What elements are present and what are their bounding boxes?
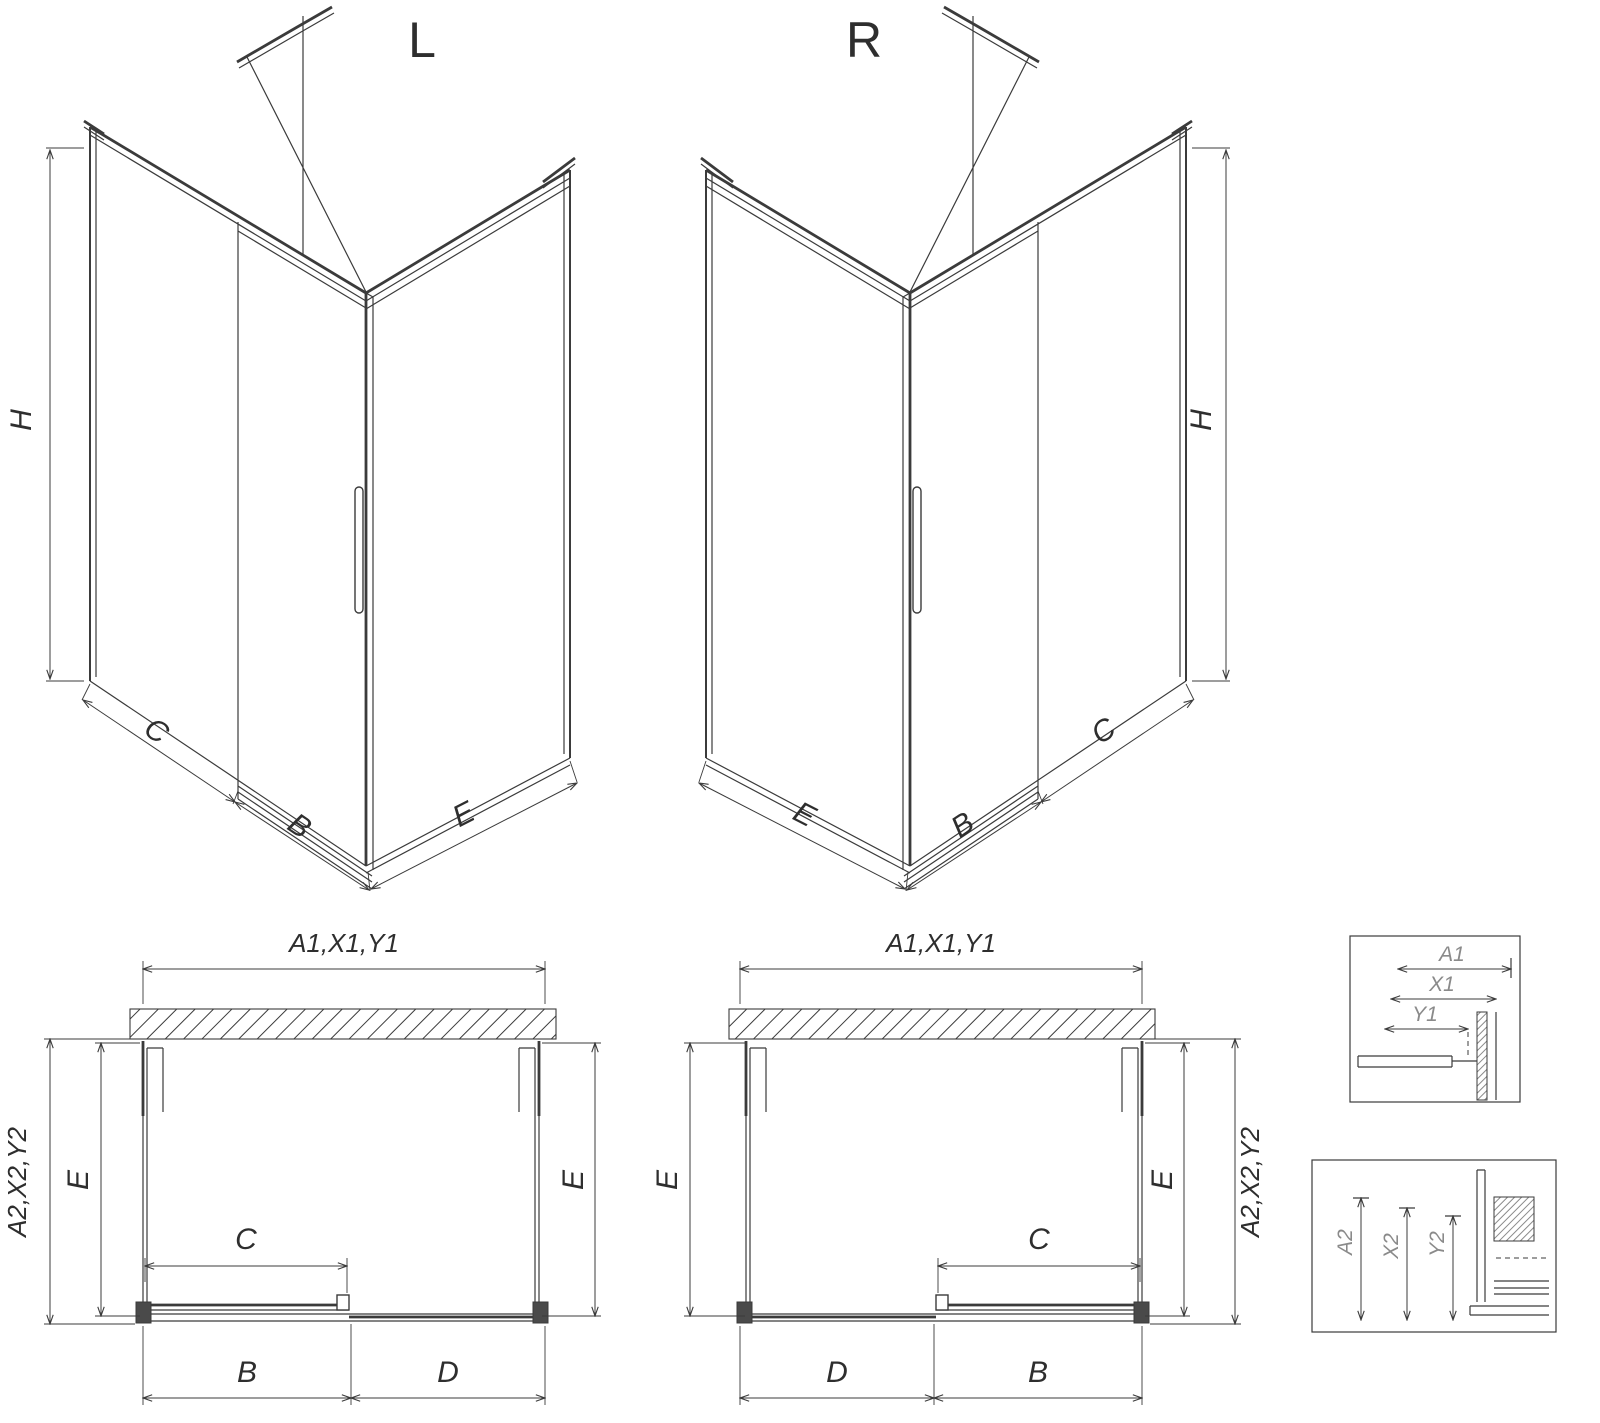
corner-profile-right: [532, 1301, 549, 1324]
dim-label-e-right: E: [557, 1169, 590, 1190]
door-handle: [912, 486, 922, 614]
dim-label-a1: A1: [1437, 943, 1465, 966]
view-title-right: R: [846, 12, 882, 68]
door-handle: [354, 486, 364, 614]
dim-line-e-left: [371, 783, 577, 889]
glass-section-hatched: [1493, 1196, 1535, 1242]
corner-profile-left: [135, 1301, 152, 1324]
plan-right-profile-lines: [742, 1041, 1144, 1319]
plan-left-glass-lines: [142, 1047, 545, 1322]
dim-label-h-left: H: [5, 409, 38, 431]
dim-label-width: A1,X1,Y1: [287, 928, 399, 958]
dim-label-e-left: E: [62, 1169, 95, 1190]
dim-label-opening: C: [1028, 1223, 1050, 1256]
dim-label-x1: X1: [1428, 973, 1455, 996]
detail-frame: [1311, 1159, 1557, 1333]
iso-right-edge-lines: [705, 127, 1187, 758]
plan-view-right: A1,X1,Y1 A2,X2,Y2 E E C D B: [651, 928, 1265, 1405]
iso-right-frame-lines: [700, 5, 1193, 866]
dim-line-c-left: [83, 700, 235, 802]
dim-label-a2: A2: [1334, 1229, 1357, 1257]
iso-left-glass-lines: [83, 12, 576, 890]
iso-left-frame-lines: [83, 5, 576, 866]
plan-view-left: A1,X1,Y1 A2,X2,Y2 E E C B D: [2, 928, 601, 1405]
dim-label-depth: A2,X2,Y2: [2, 1127, 32, 1239]
detail-view-depth: A2 X2 Y2: [1311, 1159, 1557, 1333]
plan-left-profile-lines: [141, 1041, 543, 1319]
iso-left-edge-lines: [89, 127, 571, 758]
dim-label-h-right: H: [1185, 409, 1218, 431]
detail-frame: [1349, 935, 1521, 1103]
dim-line-b-right: [907, 802, 1041, 890]
dim-label-door: B: [237, 1356, 257, 1389]
dim-label-width: A1,X1,Y1: [884, 928, 996, 958]
dim-label-e-right: E: [1146, 1169, 1179, 1190]
plan-right-extension-lines: [684, 961, 1241, 1405]
glass-section-hatched: [1476, 1011, 1488, 1101]
dim-label-opening: C: [235, 1223, 257, 1256]
iso-view-left: L H C B E: [5, 5, 577, 892]
dim-label-y1: Y1: [1412, 1003, 1438, 1026]
dim-label-e-left: E: [651, 1169, 684, 1190]
wall-hatched: [728, 1008, 1156, 1040]
detail-view-width: A1 X1 Y1: [1349, 935, 1521, 1103]
dim-label-door: B: [1028, 1356, 1048, 1389]
detail-profile-lines: [1357, 958, 1512, 1100]
iso-view-right: R H C B E: [699, 5, 1230, 892]
dim-label-x2: X2: [1380, 1233, 1403, 1260]
dim-label-y2: Y2: [1426, 1231, 1449, 1257]
plan-left-extension-lines: [44, 961, 601, 1405]
dim-line-c-right: [1041, 700, 1193, 802]
dim-label-depth: A2,X2,Y2: [1235, 1127, 1265, 1239]
corner-profile-left: [736, 1301, 753, 1324]
iso-right-glass-lines: [700, 12, 1193, 890]
door-handle: [935, 1294, 949, 1311]
dim-label-fixed: D: [826, 1356, 848, 1389]
wall-hatched: [129, 1008, 557, 1040]
corner-profile-right: [1133, 1301, 1150, 1324]
dim-label-e-right: E: [788, 795, 822, 834]
plan-right-glass-lines: [740, 1047, 1143, 1322]
dim-line-b-left: [235, 802, 369, 890]
dim-label-fixed: D: [437, 1356, 459, 1389]
dim-line-e-right: [699, 783, 905, 889]
door-handle: [336, 1294, 350, 1311]
view-title-left: L: [408, 12, 436, 68]
